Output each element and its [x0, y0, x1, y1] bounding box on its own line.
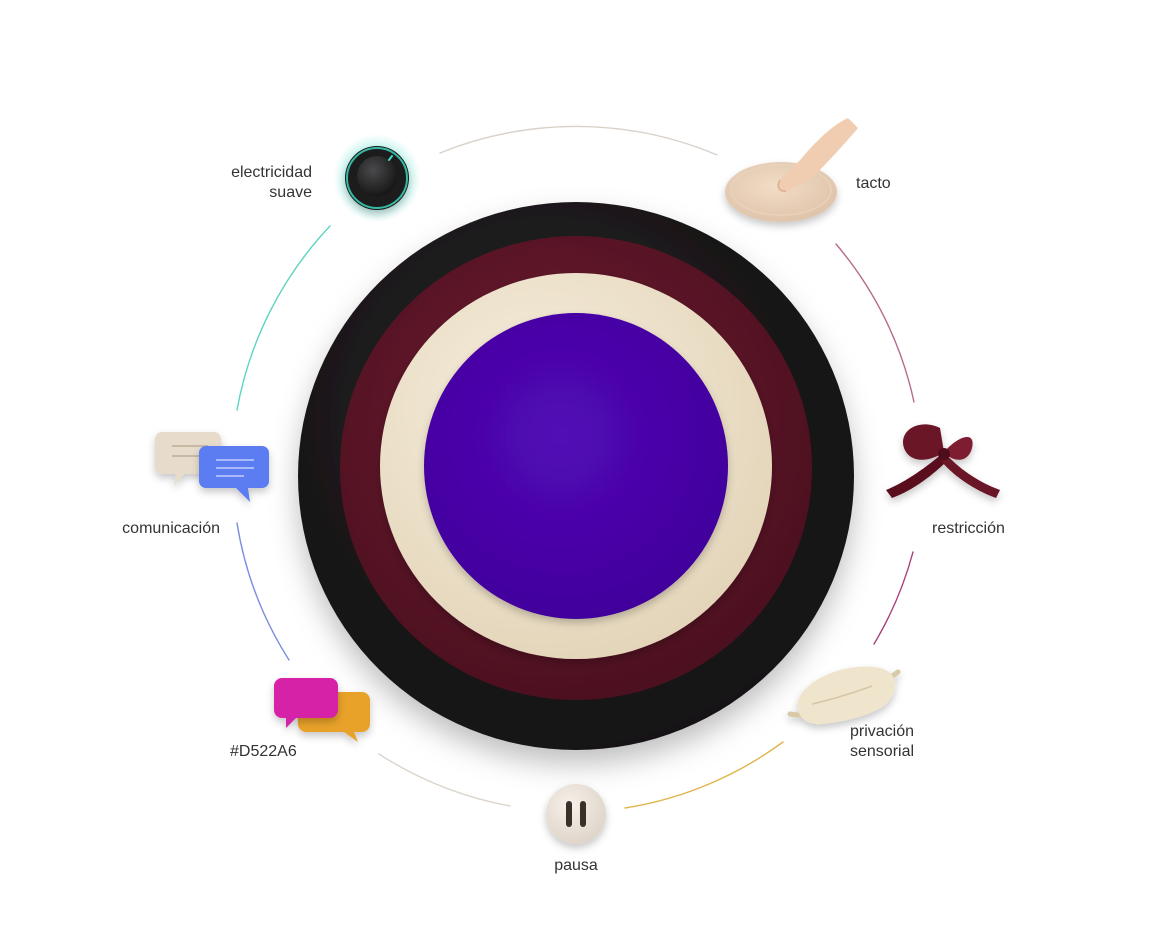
label-line: #D522A6 — [230, 743, 297, 760]
label-privacion-sensorial: privación sensorial — [850, 722, 914, 762]
label-line: pausa — [554, 857, 598, 874]
label-line: sensorial — [850, 743, 915, 760]
dial-knob-icon — [333, 134, 421, 222]
label-restriccion: restricción — [932, 519, 1005, 539]
center-discs — [298, 202, 854, 750]
arc-left-upper — [236, 225, 331, 411]
chat-bubbles-pink-orange-icon — [274, 678, 370, 742]
label-line: electricidad — [231, 164, 312, 181]
label-electricidad-suave: electricidad suave — [231, 163, 312, 203]
label-line: tacto — [856, 175, 891, 192]
pause-button-icon — [546, 784, 606, 844]
label-comunicacion: comunicación — [122, 519, 220, 539]
core-disc — [424, 313, 728, 619]
arc-bottom-left — [378, 753, 511, 807]
label-line: comunicación — [122, 520, 220, 537]
arc-bottom-right — [624, 741, 784, 809]
chat-bubbles-beige-blue-icon — [155, 432, 269, 502]
arc-top — [439, 125, 718, 156]
sleep-mask-icon — [787, 666, 901, 725]
fingertip-touch-icon — [725, 118, 858, 222]
arc-left-lower — [236, 522, 290, 661]
label-tacto: tacto — [856, 174, 891, 194]
label-hex-color: #D522A6 — [230, 742, 297, 762]
ribbon-bow-icon — [886, 424, 1000, 498]
label-line: privación — [850, 723, 915, 740]
label-line: restricción — [932, 520, 1005, 537]
orbit-arcs — [236, 125, 915, 809]
arc-right-lower — [873, 551, 914, 645]
arc-right-upper — [835, 243, 915, 403]
label-line: suave — [269, 184, 312, 201]
label-pausa: pausa — [526, 856, 626, 876]
